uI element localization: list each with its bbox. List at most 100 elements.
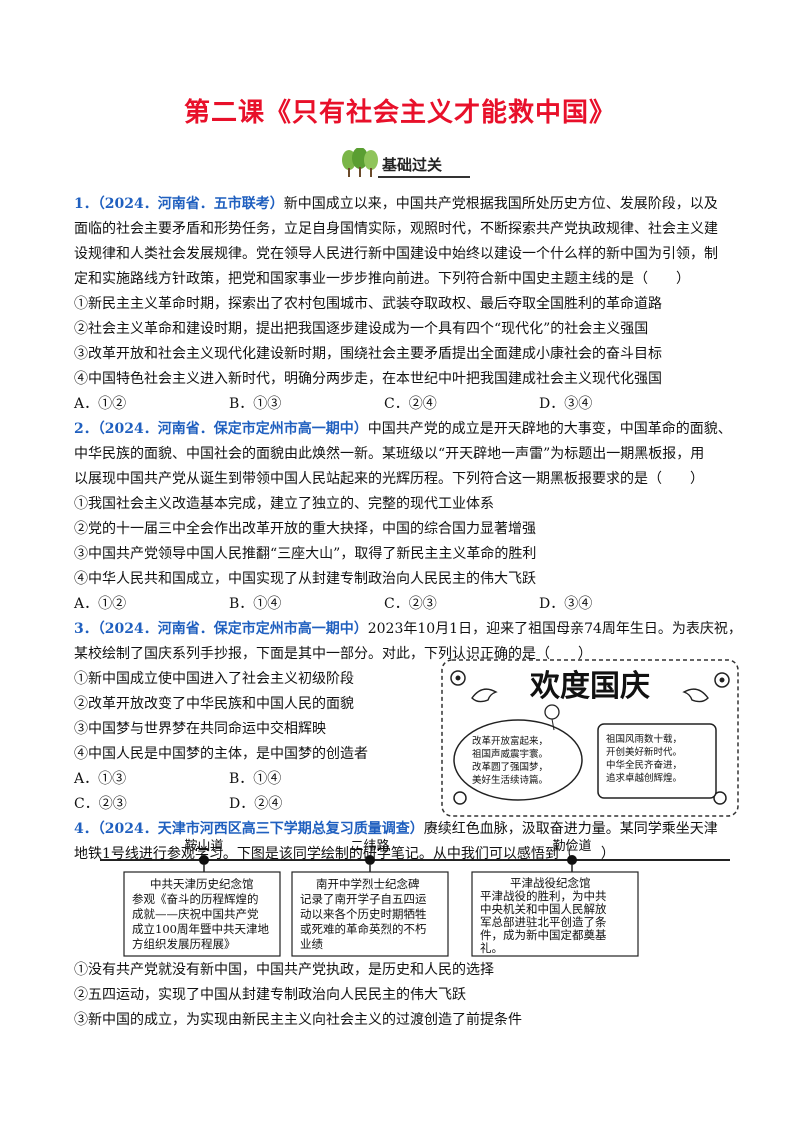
station-label: 勤俭道	[552, 838, 591, 854]
option-d[interactable]: D．③④	[539, 396, 593, 412]
svg-text:改革开放富起来， 祖国声威震宇寰。: 改革开放富起来， 祖国声威震宇寰。 改革圆了强国梦， 美好生活续诗篇。	[472, 735, 551, 786]
card-line: 礼。	[480, 941, 503, 955]
page-title: 第二课《只有社会主义才能救中国》	[183, 98, 616, 128]
note-card	[471, 871, 639, 957]
section-underline	[378, 176, 470, 178]
option-b[interactable]: B．①③	[229, 396, 282, 412]
question-stem: 新中国成立以来，中国共产党根据我国所处历史方位、发展阶段，以及	[283, 196, 718, 212]
station-dot	[567, 855, 577, 865]
poem-line: 祖国风雨数十载，	[606, 733, 682, 745]
card-line: 平津战役的胜利，为中共	[480, 889, 607, 903]
note-card	[123, 871, 281, 957]
statement-item: ①没有共产党就没有新中国，中国共产党执政，是历史和人民的选择	[74, 962, 494, 978]
poem-line: 改革开放富起来，	[472, 735, 548, 747]
option-c[interactable]: C．②③	[74, 796, 127, 812]
question-stem: 中华民族的面貌、中国社会的面貌由此焕然一新。某班级以“开天辟地一声雷”为标题出一…	[74, 446, 705, 462]
svg-text:中共天津历史纪念馆 参观《奋斗的历程辉煌的: 中共天津历史纪念馆 参观《奋斗的历程辉煌的 成就——庆祝中国共产党 成立100周…	[132, 877, 273, 951]
option-a[interactable]: A．①③	[74, 771, 127, 787]
statement-item: ①新民主主义革命时期，探索出了农村包围城市、武装夺取政权、最后夺取全国胜利的革命…	[74, 296, 662, 312]
question-stem: 定和实施路线方针政策，把党和国家事业一步步推向前进。下列符合新中国史主题主线的是…	[74, 271, 690, 287]
tree-icon	[342, 148, 378, 177]
question-number: 1．	[74, 196, 98, 212]
poem-line: 中华全民齐奋进，	[606, 759, 682, 771]
dove-icon	[471, 688, 709, 703]
question-stem: 面临的社会主要矛盾和形势任务，立足自身国情实际，观照时代，不断探索共产党执政规律…	[74, 221, 718, 237]
option-d[interactable]: D．②④	[229, 796, 283, 812]
balloon-icon	[544, 704, 560, 731]
question-number: 4．	[74, 821, 98, 837]
card-line: 件，成为新中国定都奠基	[480, 928, 607, 942]
card-line: 参观《奋斗的历程辉煌的	[132, 892, 259, 906]
section-tag: 基础过关	[340, 148, 470, 178]
card-title: 平津战役纪念馆	[510, 876, 591, 890]
statement-item: ④中国特色社会主义进入新时代，明确分两步走，在本世纪中叶把我国建成社会主义现代化…	[74, 371, 662, 387]
statement-item: ①新中国成立使中国进入了社会主义初级阶段	[74, 671, 354, 687]
question-number: 3．	[74, 621, 98, 637]
note-card	[291, 871, 449, 957]
section-label: 基础过关	[382, 156, 443, 174]
answer-options: A．①③ B．①④	[74, 767, 734, 792]
statement-item: ④中国人民是中国梦的主体，是中国梦的创造者	[74, 746, 368, 762]
question-source: （2024．河南省．保定市定州市高一期中）	[97, 421, 368, 437]
option-b[interactable]: B．①④	[229, 596, 282, 612]
national-day-poster: 欢度国庆 改革开放富起来， 祖国声威震宇寰。 改革圆了强国梦， 美好生活续诗篇。…	[441, 659, 739, 817]
question-stem: 地铁1号线进行参观学习。下图是该同学绘制的研学笔记。从中我们可以感悟到（ ）	[74, 846, 615, 862]
station-label: 二纬路	[350, 838, 389, 854]
question-1: 1．（2024．河南省．五市联考）新中国成立以来，中国共产党根据我国所处历史方位…	[74, 192, 734, 417]
card-line: 成就——庆祝中国共产党	[132, 907, 259, 921]
option-b[interactable]: B．①④	[229, 771, 282, 787]
statement-item: ②社会主义革命和建设时期，提出把我国逐步建设成为一个具有四个“现代化”的社会主义…	[74, 321, 649, 337]
option-c[interactable]: C．②③	[384, 596, 437, 612]
question-source: （2024．天津市河西区高三下学期总复习质量调查）	[97, 821, 424, 837]
card-line: 中央机关和中国人民解放	[480, 902, 607, 916]
question-stem: 设规律和人类社会发展规律。党在领导人民进行新中国建设中始终以建设一个什么样的新中…	[74, 246, 718, 262]
statement-item: ②党的十一届三中全会作出改革开放的重大抉择，中国的综合国力显著增强	[74, 521, 536, 537]
question-2: 2．（2024．河南省．保定市定州市高一期中）中国共产党的成立是开天辟地的大事变…	[74, 417, 734, 617]
card-line: 记录了南开学子自五四运	[300, 892, 427, 906]
poem-line: 开创美好新时代。	[606, 746, 682, 758]
statement-item: ③中国共产党领导中国人民推翻“三座大山”，取得了新民主主义革命的胜利	[74, 546, 537, 562]
statement-item: ②五四运动，实现了中国从封建专制政治向人民民主的伟大飞跃	[74, 987, 466, 1003]
card-line: 业绩	[300, 937, 323, 951]
study-notes-diagram: 鞍山道 二纬路 勤俭道 中共天津历史纪念馆 参观《奋斗的历程辉煌的 成就——庆祝…	[100, 838, 730, 957]
station-dot	[365, 855, 375, 865]
option-a[interactable]: A．①②	[74, 396, 127, 412]
question-number: 2．	[74, 421, 98, 437]
question-stem: 某校绘制了国庆系列手抄报，下面是其中一部分。对此，下列认识正确的是（ ）	[74, 646, 592, 662]
statement-item: ②改革开放改变了中华民族和中国人民的面貌	[74, 696, 354, 712]
question-source: （2024．河南省．五市联考）	[97, 196, 284, 212]
flower-icon	[450, 670, 730, 805]
question-stem: 2023年10月1日，迎来了祖国母亲74周年生日。为表庆祝，	[367, 621, 742, 637]
statement-item: ③新中国的成立，为实现由新民主主义向社会主义的过渡创造了前提条件	[74, 1012, 522, 1028]
poem-line: 追求卓越创辉煌。	[606, 772, 682, 784]
card-line: 成立100周年暨中共天津地	[132, 922, 269, 936]
poem-line: 改革圆了强国梦，	[472, 761, 548, 773]
option-c[interactable]: C．②④	[384, 396, 437, 412]
option-d[interactable]: D．③④	[539, 596, 593, 612]
card-line: 军总部进驻北平创造了条	[480, 915, 607, 929]
poster-heading: 欢度国庆	[529, 669, 650, 704]
poem-line: 祖国声威震宇寰。	[472, 748, 548, 760]
question-4-items: ①没有共产党就没有新中国，中国共产党执政，是历史和人民的选择 ②五四运动，实现了…	[74, 958, 734, 1033]
question-stem: 中国共产党的成立是开天辟地的大事变，中国革命的面貌、	[367, 421, 732, 437]
station-dot	[199, 855, 209, 865]
card-title: 南开中学烈士纪念碑	[316, 877, 420, 891]
option-a[interactable]: A．①②	[74, 596, 127, 612]
card-line: 或死难的革命英烈的不朽	[300, 922, 427, 936]
statement-item: ③中国梦与世界梦在共同命运中交相辉映	[74, 721, 326, 737]
questions: 1．（2024．河南省．五市联考）新中国成立以来，中国共产党根据我国所处历史方位…	[74, 192, 742, 867]
answer-options: C．②③ D．②④	[74, 792, 734, 817]
question-stem: 以展现中国共产党从诞生到带领中国人民站起来的光辉历程。下列符合这一期黑板报要求的…	[74, 471, 704, 487]
statement-item: ③改革开放和社会主义现代化建设新时期，围绕社会主要矛盾提出全面建成小康社会的奋斗…	[74, 346, 662, 362]
station-label: 鞍山道	[184, 838, 223, 854]
answer-options: A．①② B．①④ C．②③ D．③④	[74, 592, 734, 617]
question-source: （2024．河南省．保定市定州市高一期中）	[97, 621, 368, 637]
question-4: 4．（2024．天津市河西区高三下学期总复习质量调查）赓续红色血脉，汲取奋进力量…	[74, 817, 734, 867]
card-line: 动以来各个历史时期牺牲	[300, 907, 427, 921]
card-line: 方组织发展历程展》	[132, 937, 236, 951]
question-3: 3．（2024．河南省．保定市定州市高一期中）2023年10月1日，迎来了祖国母…	[74, 617, 742, 817]
card-title: 中共天津历史纪念馆	[150, 877, 254, 891]
poem-line: 美好生活续诗篇。	[472, 774, 548, 786]
statement-item: ④中华人民共和国成立，中国实现了从封建专制政治向人民民主的伟大飞跃	[74, 571, 536, 587]
